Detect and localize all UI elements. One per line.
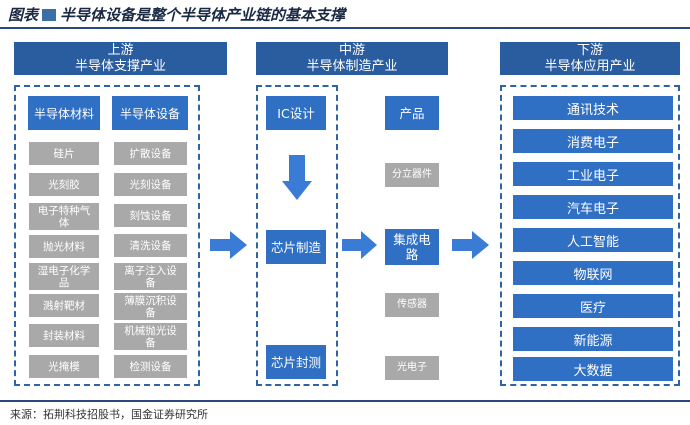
equipment-header: 半导体设备 — [112, 96, 188, 130]
chip-manufacturing-box: 芯片制造 — [266, 230, 326, 264]
downstream-frame — [500, 85, 680, 386]
top-rule — [0, 27, 690, 29]
material-item: 抛光材料 — [29, 235, 99, 258]
material-item: 光刻胶 — [29, 173, 99, 196]
figure-title: 图表半导体设备是整个半导体产业链的基本支撑 — [8, 6, 346, 24]
application-item: 大数据 — [513, 357, 673, 381]
midstream-frame — [256, 85, 338, 386]
equipment-item: 检测设备 — [114, 355, 187, 378]
upstream-header: 上游 半导体支撑产业 — [14, 42, 227, 75]
application-item: 工业电子 — [513, 162, 673, 186]
downstream-header: 下游 半导体应用产业 — [500, 42, 680, 75]
arrow-right-icon — [210, 231, 247, 259]
midstream-header: 中游 半导体制造产业 — [256, 42, 448, 75]
material-item: 湿电子化学品 — [29, 263, 99, 290]
equipment-item: 清洗设备 — [114, 234, 187, 257]
equipment-item: 刻蚀设备 — [114, 204, 187, 227]
application-item: 通讯技术 — [513, 96, 673, 120]
equipment-item: 光刻设备 — [114, 173, 187, 196]
materials-header: 半导体材料 — [28, 96, 100, 130]
application-item: 医疗 — [513, 294, 673, 318]
product-item: 光电子 — [385, 356, 439, 380]
equipment-item: 离子注入设备 — [114, 263, 187, 290]
material-item: 电子特种气体 — [29, 203, 99, 230]
equipment-item: 薄膜沉积设备 — [114, 293, 187, 320]
upstream-frame — [14, 85, 200, 386]
application-item: 汽车电子 — [513, 195, 673, 219]
products-header: 产品 — [385, 96, 439, 130]
application-item: 物联网 — [513, 261, 673, 285]
equipment-item: 扩散设备 — [114, 142, 187, 165]
material-item: 硅片 — [29, 142, 99, 165]
ic-design-box: IC设计 — [266, 96, 326, 130]
material-item: 溅射靶材 — [29, 294, 99, 317]
product-item: 分立器件 — [385, 163, 439, 187]
arrow-right-icon — [342, 231, 377, 259]
chip-packaging-test-box: 芯片封测 — [266, 345, 326, 379]
product-item: 传感器 — [385, 293, 439, 317]
arrow-right-icon — [452, 231, 489, 259]
title-square-icon — [42, 9, 57, 21]
product-item-highlight: 集成电路 — [385, 229, 439, 265]
arrow-down-icon — [282, 155, 312, 200]
application-item: 人工智能 — [513, 228, 673, 252]
equipment-item: 机械抛光设备 — [114, 323, 187, 350]
source-note: 来源：拓荆科技招股书，国金证券研究所 — [10, 408, 208, 421]
material-item: 光掩模 — [29, 355, 99, 378]
application-item: 消费电子 — [513, 129, 673, 153]
bottom-rule — [0, 400, 690, 402]
material-item: 封装材料 — [29, 324, 99, 347]
application-item: 新能源 — [513, 327, 673, 351]
